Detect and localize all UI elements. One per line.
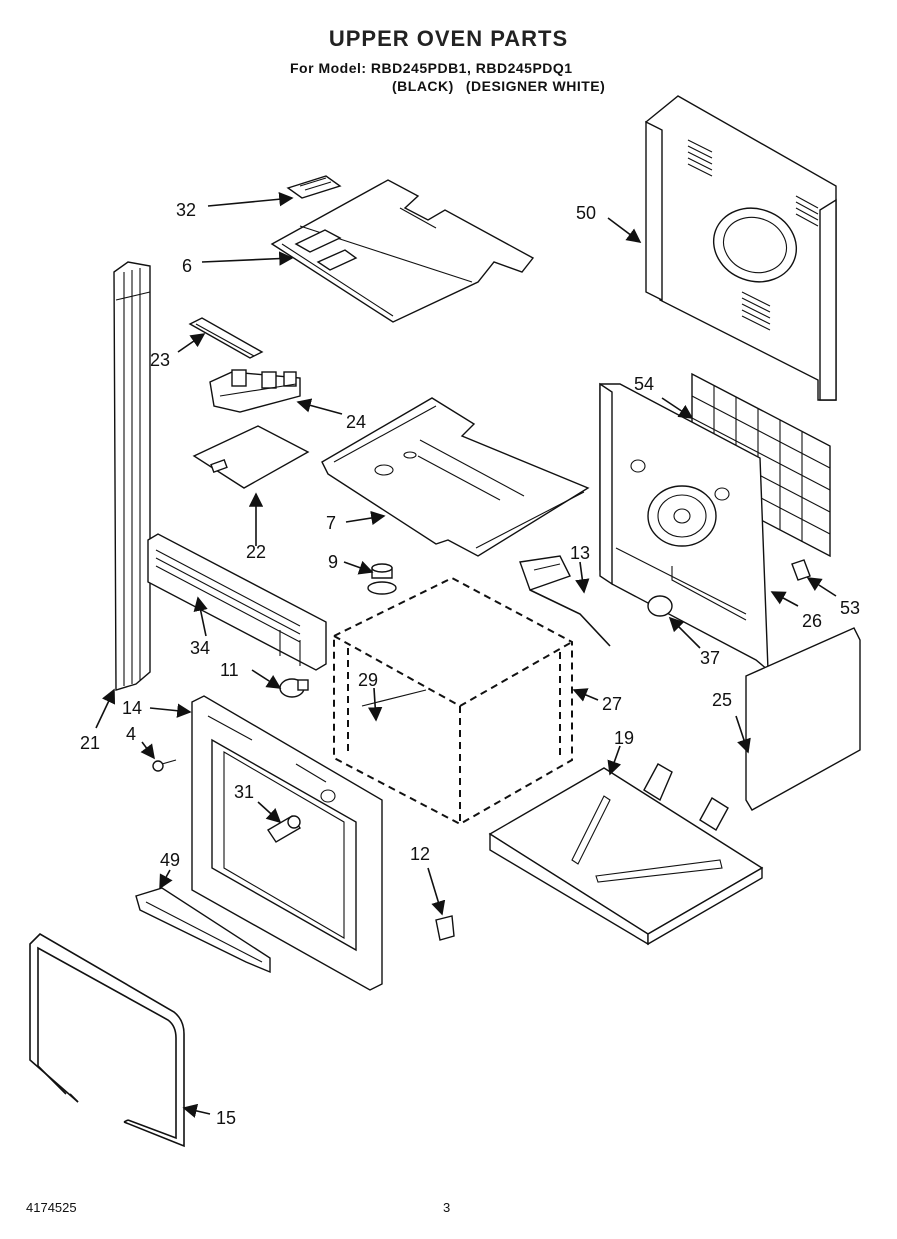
callout-24: 24 (346, 412, 366, 432)
callout-32: 32 (176, 200, 196, 220)
part-24-switch-assembly (209, 369, 301, 413)
part-50-rear-panel (645, 95, 837, 401)
callout-15: 15 (216, 1108, 236, 1128)
part-4-screw (152, 759, 177, 772)
part-34-control-bezel (147, 533, 327, 671)
part-14-front-frame (191, 695, 383, 991)
callout-25: 25 (712, 690, 732, 710)
part-32-plate (286, 175, 342, 199)
page-title: UPPER OVEN PARTS (328, 26, 569, 51)
callout-31: 31 (234, 782, 254, 802)
part-31-lamp (267, 815, 301, 843)
part-27-oven-cavity (333, 576, 573, 826)
callout-27: 27 (602, 694, 622, 714)
callout-4: 4 (126, 724, 136, 744)
callout-29: 29 (358, 670, 378, 690)
part-9-thermostat (367, 563, 397, 595)
callout-12: 12 (410, 844, 430, 864)
color-white: (DESIGNER WHITE) (465, 78, 606, 94)
page-number: 3 (443, 1200, 451, 1215)
callout-26: 26 (802, 611, 822, 631)
callout-50: 50 (576, 203, 596, 223)
model-line: For Model: RBD245PDB1, RBD245PDQ1 (290, 60, 573, 76)
callout-13: 13 (570, 543, 590, 563)
callout-37: 37 (700, 648, 720, 668)
callout-21: 21 (80, 733, 100, 753)
part-15-gasket (29, 932, 185, 1148)
document-number: 4174525 (26, 1200, 77, 1215)
part-53-clip (791, 559, 811, 581)
callout-14: 14 (122, 698, 142, 718)
part-37-gasket-ring (647, 595, 673, 617)
callout-49: 49 (160, 850, 180, 870)
part-19-bottom-tray (488, 763, 764, 946)
callout-19: 19 (614, 728, 634, 748)
part-25-side-panel (745, 627, 861, 811)
part-11-switch (279, 678, 309, 698)
color-line: (BLACK) (DESIGNER WHITE) (392, 78, 605, 94)
part-26-back-plate (599, 382, 769, 672)
callout-23: 23 (150, 350, 170, 370)
callout-22: 22 (246, 542, 266, 562)
callout-54: 54 (634, 374, 654, 394)
callout-34: 34 (190, 638, 210, 658)
part-23-bracket (188, 317, 264, 359)
part-7-middle-panel (321, 397, 590, 557)
callout-11: 11 (220, 660, 239, 680)
callout-9: 9 (328, 552, 338, 572)
callout-numbers: 32 6 50 23 24 54 22 7 9 13 53 26 34 11 2… (80, 200, 860, 1128)
callout-7: 7 (326, 513, 336, 533)
part-22-pad (192, 425, 310, 489)
part-6-top-panel (270, 179, 535, 323)
leader-lines (95, 192, 837, 1118)
part-12-clip (435, 915, 455, 941)
part-21-side-trim (113, 261, 151, 691)
callout-53: 53 (840, 598, 860, 618)
callout-6: 6 (182, 256, 192, 276)
color-black: (BLACK) (392, 78, 454, 94)
part-13-element (519, 555, 611, 647)
